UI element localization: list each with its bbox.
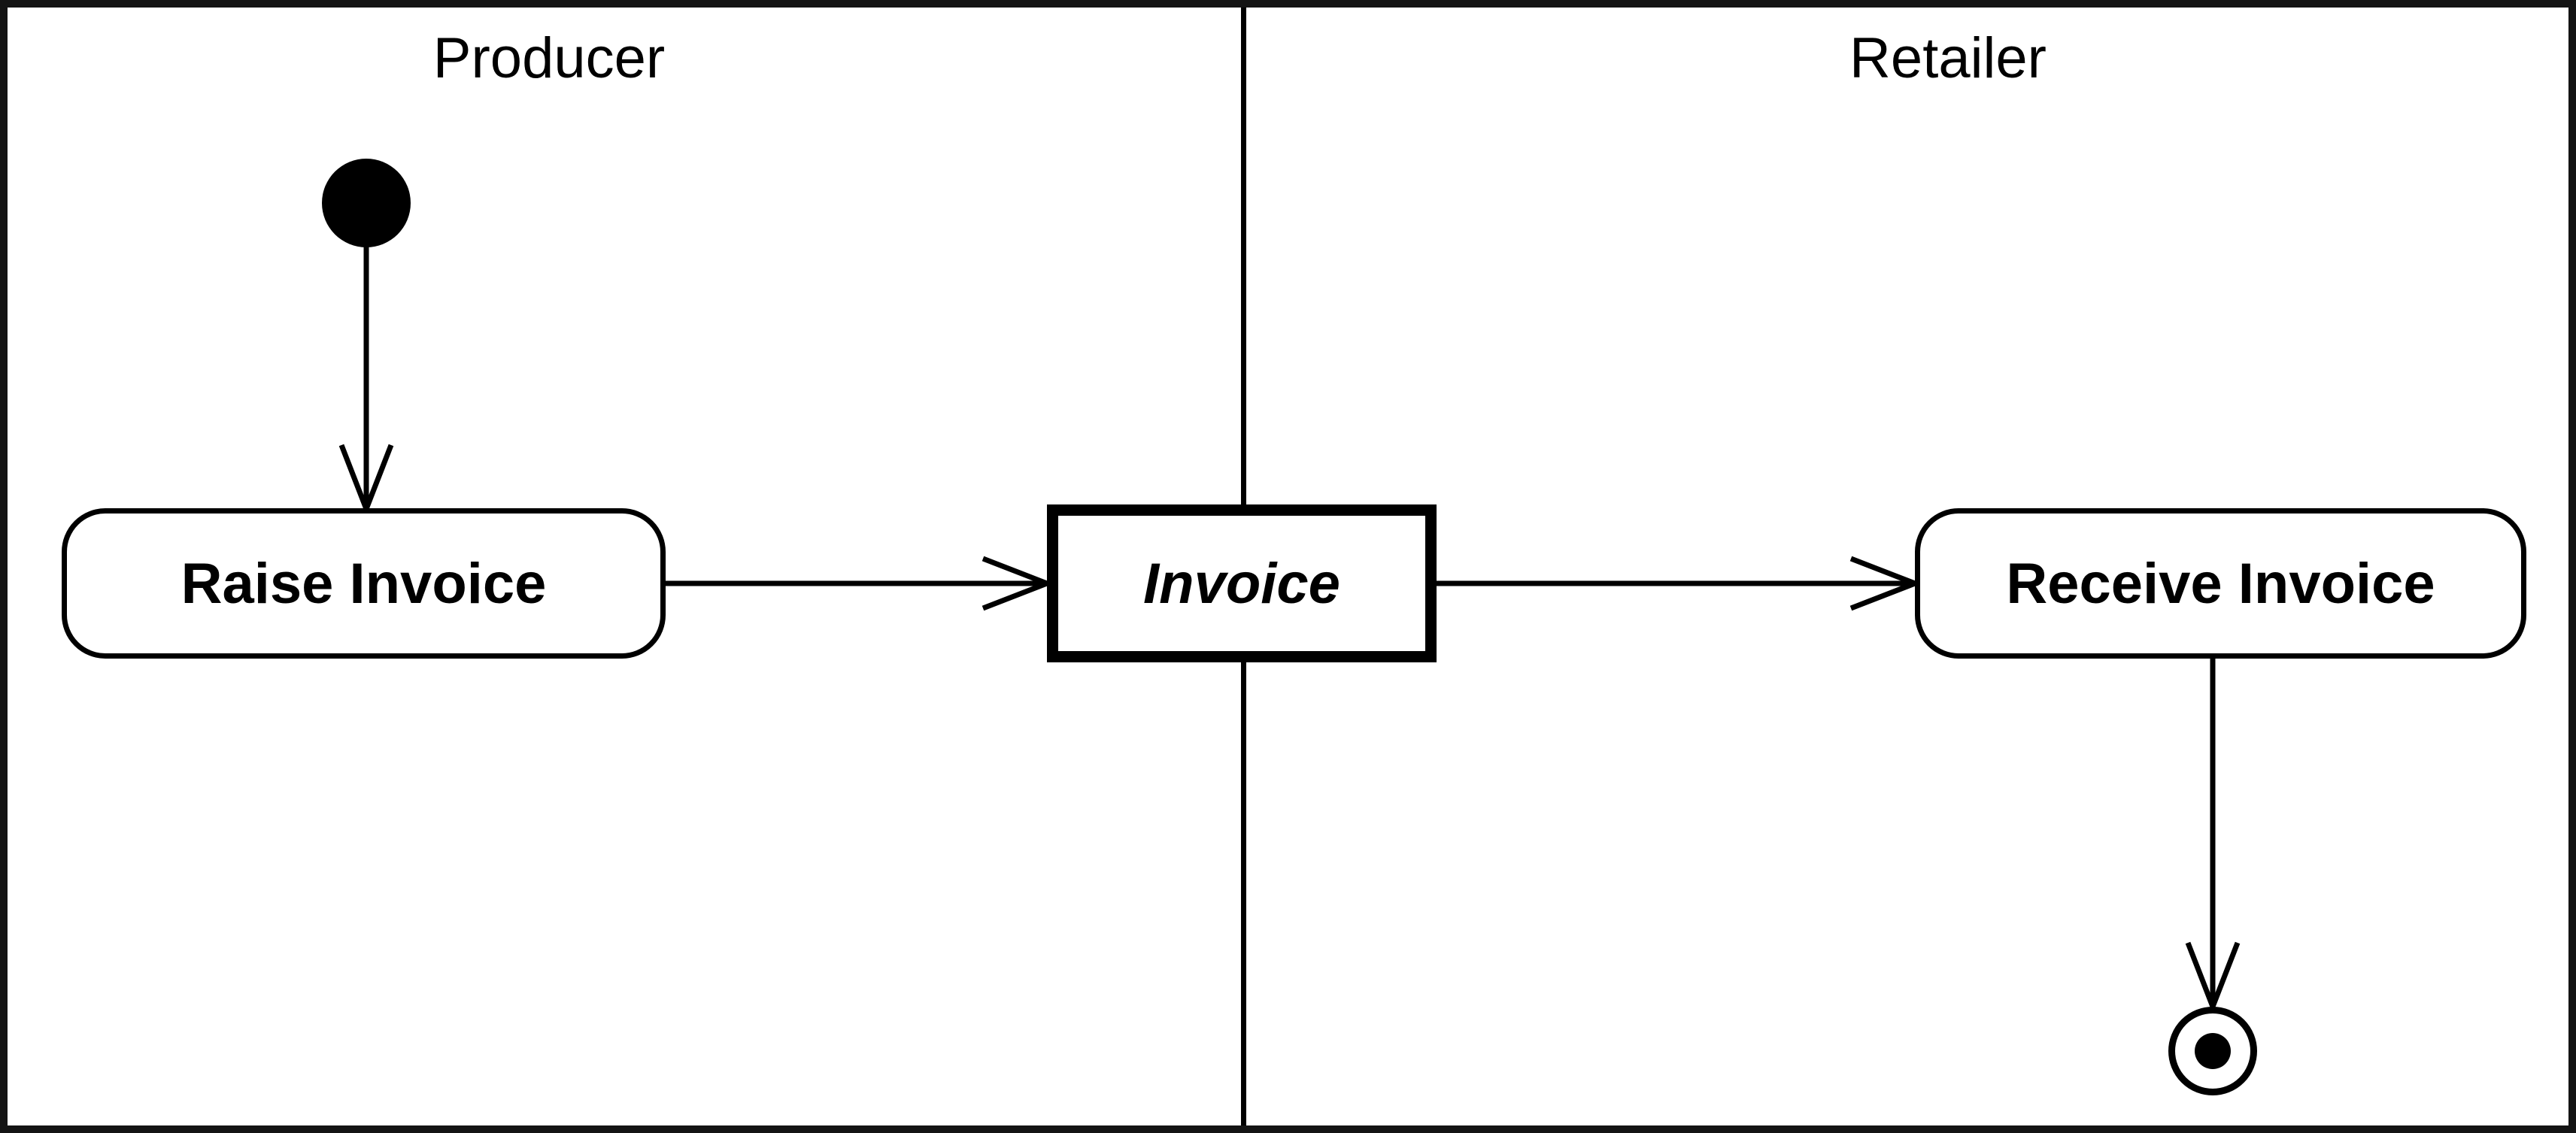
arrowhead-right-icon <box>982 556 1054 611</box>
arrowhead-down-icon <box>338 444 394 517</box>
node-receive-invoice: Receive Invoice <box>1915 508 2526 659</box>
arrowhead-right-icon <box>1849 556 1922 611</box>
edge-receive-invoice-to-final <box>2185 659 2241 1014</box>
edge-raise-invoice-to-invoice <box>666 556 1054 611</box>
node-raise-invoice-label: Raise Invoice <box>181 551 547 616</box>
final-state-icon <box>2168 1007 2257 1095</box>
node-invoice-label: Invoice <box>1143 551 1340 616</box>
edge-invoice-to-receive-invoice <box>1437 556 1922 611</box>
arrowhead-down-icon <box>2185 941 2241 1014</box>
node-receive-invoice-label: Receive Invoice <box>2006 551 2435 616</box>
final-state-dot <box>2195 1033 2231 1069</box>
lane-label-retailer: Retailer <box>1849 26 2047 90</box>
node-invoice: Invoice <box>1047 504 1437 662</box>
edge-initial-to-raise-invoice <box>338 246 394 517</box>
initial-state-icon <box>322 159 411 247</box>
node-raise-invoice: Raise Invoice <box>62 508 666 659</box>
lane-label-producer: Producer <box>432 26 666 90</box>
